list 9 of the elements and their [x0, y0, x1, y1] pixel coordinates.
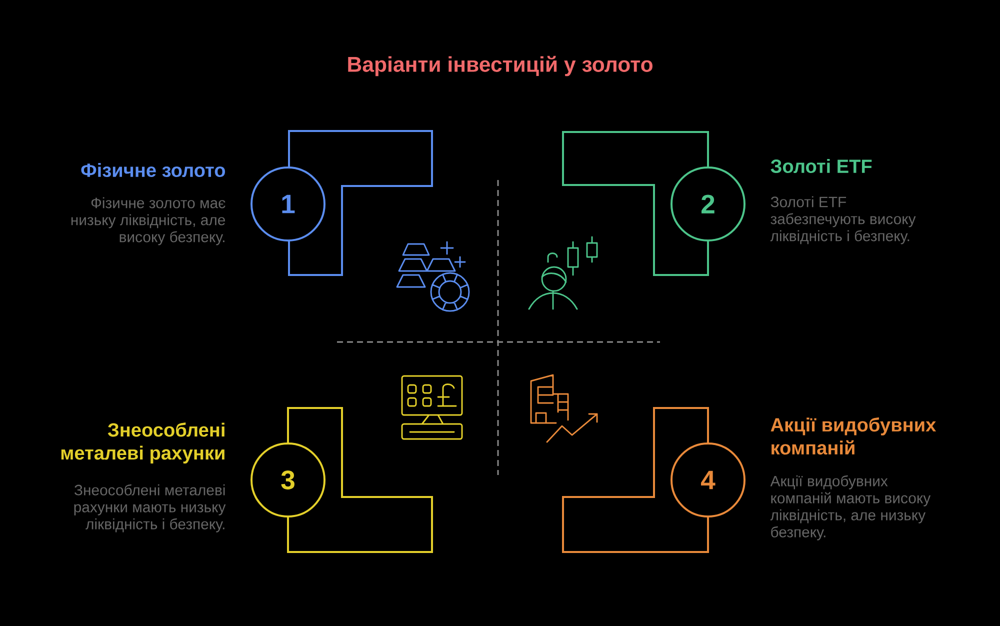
heading: Акції видобувних компаній: [770, 417, 936, 455]
heading: Знеособлені металеві рахунки: [61, 422, 224, 464]
description: Знеособлені металеві рахунки мають низьку ліквідність і безпеку.: [74, 484, 226, 532]
description: Акції видобувних компаній мають високу ліквідність, але низьку безпеку.: [770, 475, 931, 540]
heading: Фізичне золото: [81, 163, 226, 177]
heading: Золоті ETF: [770, 159, 872, 173]
description: Фізичне золото має низьку ліквідність, але високу безпеку.: [71, 197, 226, 246]
title: Варіанти інвестицій у золото: [348, 56, 652, 76]
description: Золоті ETF забезпечують високу ліквідність і безпеку.: [770, 196, 916, 244]
